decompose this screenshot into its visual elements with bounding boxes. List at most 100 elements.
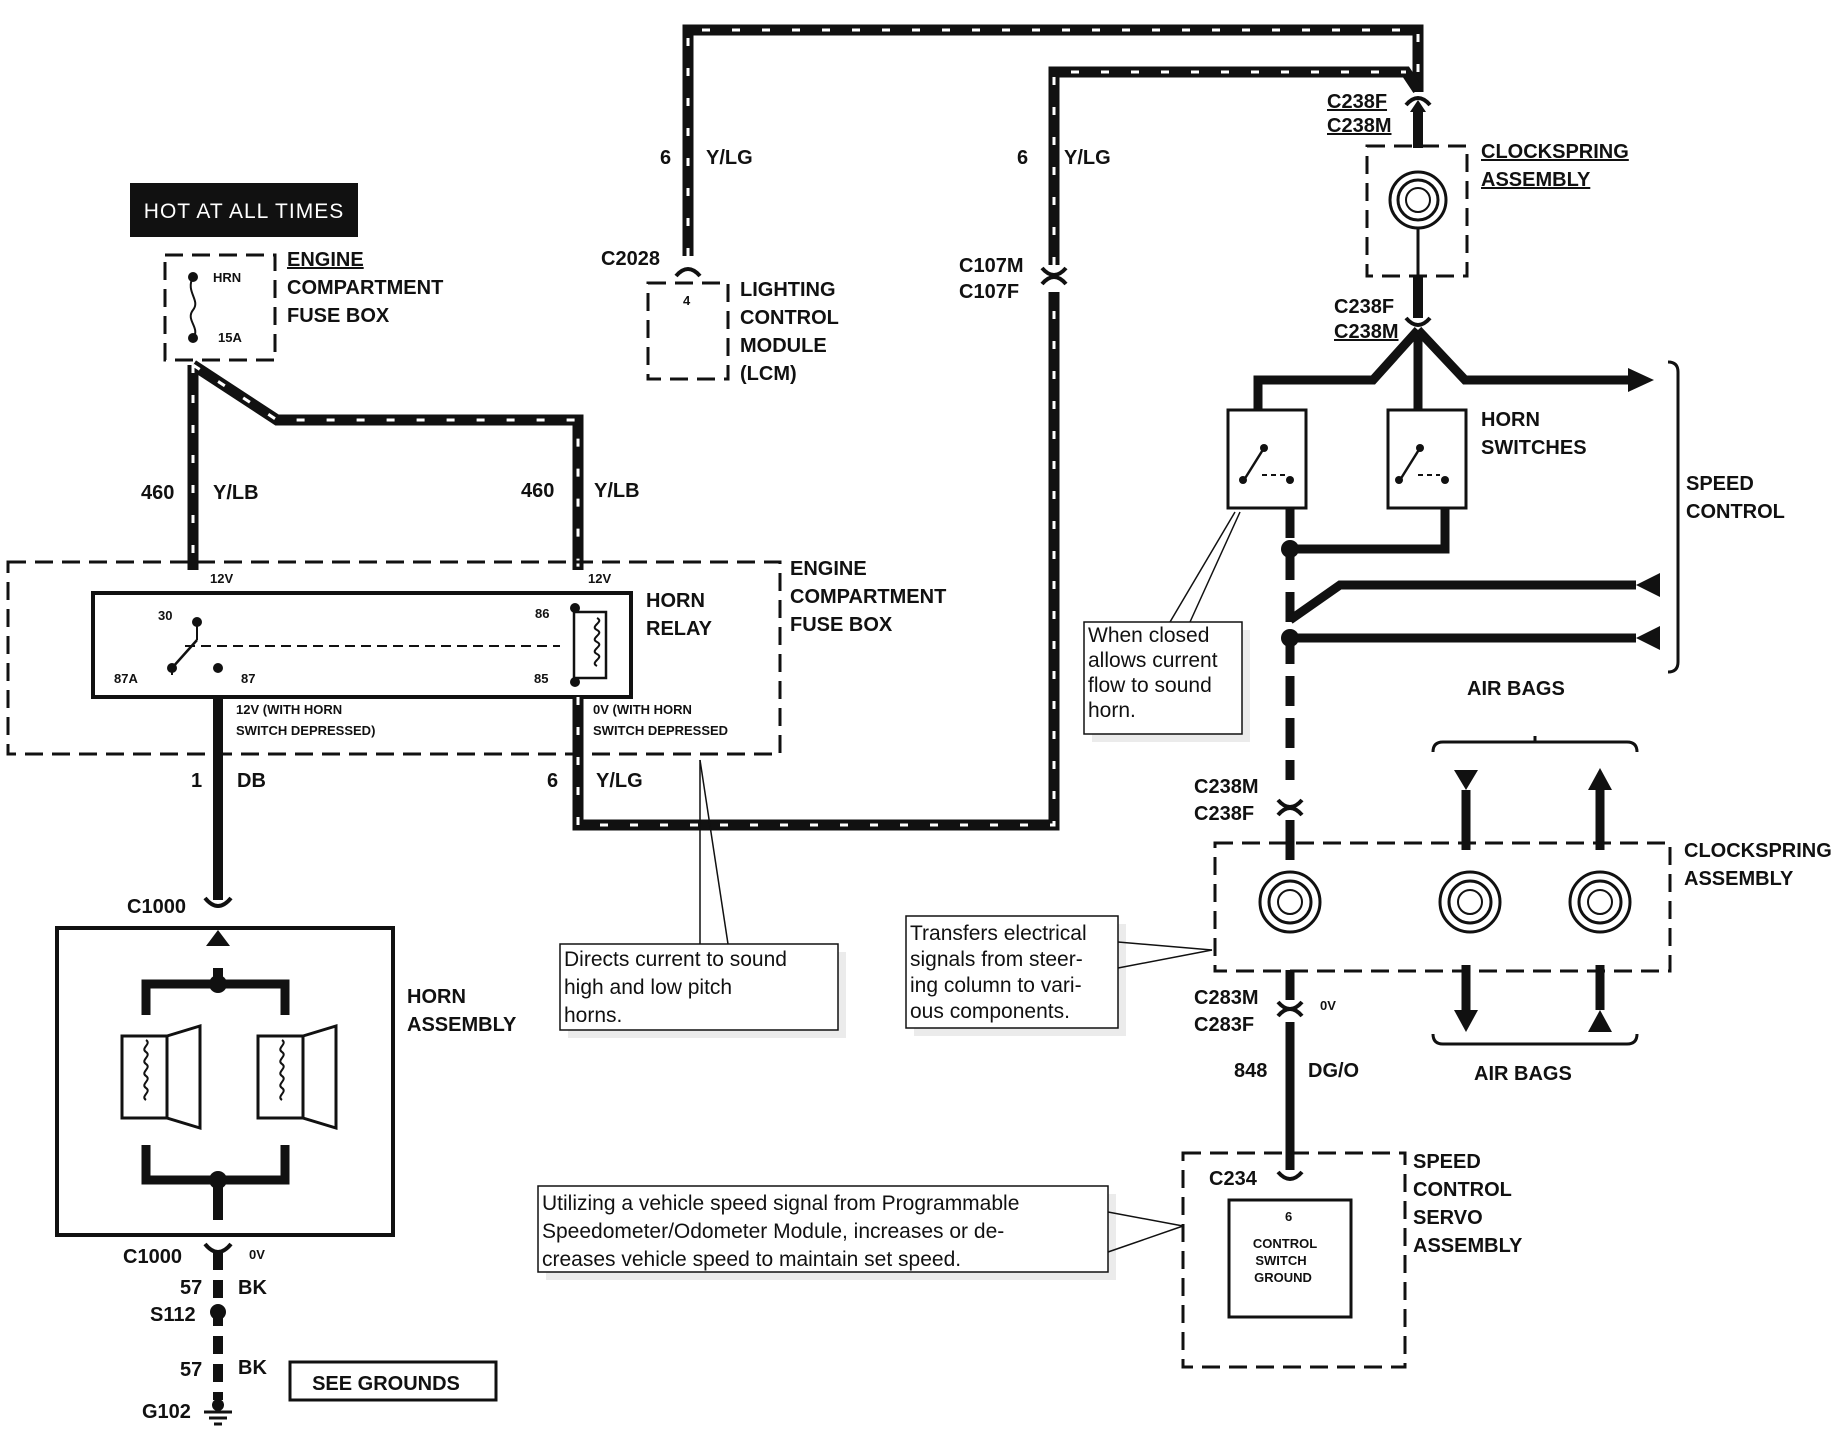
ground-icon — [204, 1410, 232, 1426]
wire-6-relay-circuit: 6 — [547, 770, 558, 792]
note-switch-line3: flow to sound — [1088, 674, 1212, 697]
note-relay-line2: high and low pitch — [564, 976, 732, 999]
clockspring-coil-1 — [1258, 870, 1322, 934]
wire-6-relay-color: Y/LG — [596, 770, 643, 792]
note-clockspring-callout: Transfers electrical signals from steer-… — [905, 915, 1213, 1036]
wire-460-left-color: Y/LB — [213, 482, 259, 504]
wire-848: C283M C283F 0V 848 DG/O — [1194, 970, 1359, 1170]
relay-pin-87a: 87A — [114, 671, 138, 686]
horn-assembly-line2: ASSEMBLY — [407, 1014, 517, 1036]
note-relay-line3: horns. — [564, 1004, 622, 1027]
horn-relay: 12V 12V 30 86 87A 87 85 HORN RELAY 12V (… — [91, 571, 728, 738]
wire-460-right-circuit: 460 — [521, 480, 554, 502]
air-bags-top: AIR BAGS — [1467, 678, 1565, 700]
g102-label: G102 — [142, 1401, 191, 1423]
clockspring-coil-3 — [1568, 870, 1632, 934]
horn-switches-line2: SWITCHES — [1481, 437, 1587, 459]
lcm-line2: CONTROL — [740, 307, 839, 329]
c107-m: C107M — [959, 255, 1023, 277]
clockspring-top-line2: ASSEMBLY — [1481, 169, 1591, 191]
wire-57-a-circuit: 57 — [180, 1277, 202, 1299]
speed-control-servo: C234 6 CONTROL SWITCH GROUND SPEED CONTR… — [1181, 1151, 1523, 1369]
relay-pin-30: 30 — [158, 608, 172, 623]
speed-control-top-line1: SPEED — [1686, 473, 1754, 495]
wire-57-a-color: BK — [238, 1277, 267, 1299]
fuse-symbol — [189, 276, 197, 339]
wire-6-mid-color: Y/LG — [1064, 147, 1111, 169]
horn-relay-line2: RELAY — [646, 618, 713, 640]
wire-460: 460 Y/LB 460 Y/LB — [141, 360, 640, 570]
note-speed-line1: Utilizing a vehicle speed signal from Pr… — [542, 1192, 1019, 1215]
speed-control-top-line2: CONTROL — [1686, 501, 1785, 523]
fuse-rating: 15A — [218, 330, 242, 345]
wire-6-relay: 6 Y/LG — [547, 292, 1060, 831]
wire-6-mid-circuit: 6 — [1017, 147, 1028, 169]
clockspring-lower-line2: ASSEMBLY — [1684, 868, 1794, 890]
fuse-box-relay-line2: COMPARTMENT — [790, 586, 946, 608]
relay-out-right-2: SWITCH DEPRESSED — [593, 723, 728, 738]
servo-box-line2: SWITCH — [1255, 1253, 1306, 1268]
wire-6-lcm-circuit: 6 — [660, 147, 671, 169]
lcm-pin: 4 — [683, 293, 691, 308]
horn-switches-line1: HORN — [1481, 409, 1540, 431]
servo-line1: SPEED — [1413, 1151, 1481, 1173]
relay-out-right-1: 0V (WITH HORN — [593, 702, 692, 717]
note-clockspring-line3: ing column to vari- — [910, 974, 1082, 997]
s112-label: S112 — [150, 1304, 196, 1326]
engine-fuse-box-relay: ENGINE COMPARTMENT FUSE BOX — [6, 558, 946, 756]
fuse-name: HRN — [213, 270, 241, 285]
wire-460-left-circuit: 460 — [141, 482, 174, 504]
wire-6-mid: 6 Y/LG C107M C107F — [959, 66, 1423, 303]
c283-m: C283M — [1194, 987, 1258, 1009]
lcm-line1: LIGHTING — [740, 279, 836, 301]
c1000-bottom: C1000 — [123, 1246, 182, 1268]
note-clockspring-line2: signals from steer- — [910, 948, 1083, 971]
clockspring-lower: C238M C238F CLOCKSPRING ASSEMBLY — [1194, 736, 1832, 1085]
horn-relay-line1: HORN — [646, 590, 705, 612]
lighting-control-module: 4 LIGHTING CONTROL MODULE (LCM) — [646, 279, 839, 385]
wire-1-circuit: 1 — [191, 770, 202, 792]
clockspring-top-line1: CLOCKSPRING — [1481, 141, 1629, 163]
wire-460-right-color: Y/LB — [594, 480, 640, 502]
relay-out-left-2: SWITCH DEPRESSED) — [236, 723, 375, 738]
servo-line4: ASSEMBLY — [1413, 1235, 1523, 1257]
c107-f: C107F — [959, 281, 1019, 303]
note-relay-line1: Directs current to sound — [564, 948, 787, 971]
lcm-line4: (LCM) — [740, 363, 797, 385]
note-clockspring-line4: ous components. — [910, 1000, 1070, 1023]
horn-switch-left[interactable] — [1226, 408, 1308, 510]
clockspring-top: C238F C238M CLOCKSPRING ASSEMBLY C238F C… — [1327, 91, 1629, 343]
note-speed-callout: Utilizing a vehicle speed signal from Pr… — [537, 1185, 1184, 1280]
servo-box-line3: GROUND — [1254, 1270, 1312, 1285]
c238-top-m: C238M — [1327, 115, 1391, 137]
horn-assembly: C1000 HORN ASSEMBLY — [55, 896, 517, 1237]
see-grounds-label: SEE GROUNDS — [312, 1373, 460, 1395]
c238-lower-m: C238M — [1194, 776, 1258, 798]
hot-at-all-times-banner: HOT AT ALL TIMES — [130, 183, 358, 237]
note-switch-line4: horn. — [1088, 699, 1136, 722]
note-relay-callout: Directs current to sound high and low pi… — [559, 759, 846, 1038]
note-switch-callout: When closed allows current flow to sound… — [1083, 511, 1250, 742]
note-switch-line2: allows current — [1088, 649, 1218, 672]
wire-848-circuit: 848 — [1234, 1060, 1267, 1082]
clockspring-coil-2 — [1438, 870, 1502, 934]
wire-6-lcm-color: Y/LG — [706, 147, 753, 169]
c1000-top: C1000 — [127, 896, 186, 918]
horn-switch-right[interactable] — [1386, 408, 1468, 510]
v-0v-c1000: 0V — [249, 1247, 265, 1262]
relay-out-left-1: 12V (WITH HORN — [236, 702, 342, 717]
fuse-box-top-line1: ENGINE — [287, 249, 364, 271]
c238-mid-f: C238F — [1334, 296, 1394, 318]
relay-v-right: 12V — [588, 571, 611, 586]
c238-mid-m: C238M — [1334, 321, 1398, 343]
fuse-box-top-line3: FUSE BOX — [287, 305, 390, 327]
see-grounds-box[interactable] — [288, 1360, 498, 1402]
servo-line2: CONTROL — [1413, 1179, 1512, 1201]
relay-pin-87: 87 — [241, 671, 255, 686]
v-0v-c283: 0V — [1320, 998, 1336, 1013]
c234-label: C234 — [1209, 1168, 1258, 1190]
fuse-box-relay-line1: ENGINE — [790, 558, 867, 580]
wire-1-color: DB — [237, 770, 266, 792]
note-speed-line2: Speedometer/Odometer Module, increases o… — [542, 1220, 1004, 1243]
